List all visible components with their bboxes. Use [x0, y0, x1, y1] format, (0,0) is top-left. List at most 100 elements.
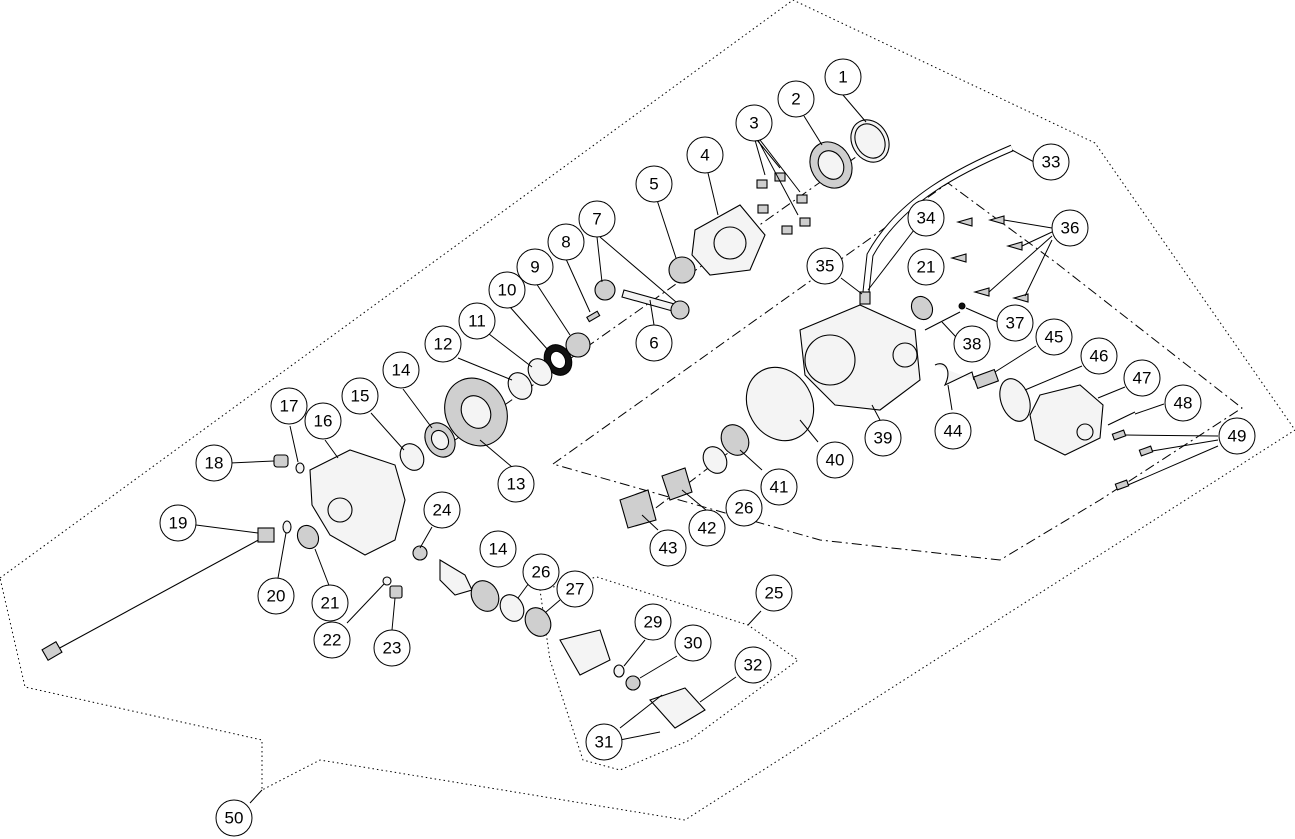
callout-label: 17 — [280, 397, 299, 416]
callout-label: 15 — [351, 387, 370, 406]
leader-29 — [623, 639, 646, 667]
callout-label: 14 — [392, 361, 411, 380]
callout-label: 39 — [874, 429, 893, 448]
callout-34: 34 — [907, 199, 945, 237]
bolt — [781, 225, 793, 235]
leader-3 — [754, 139, 801, 216]
leader-34 — [867, 229, 915, 291]
callout-label: 20 — [267, 587, 286, 606]
callout-label: 13 — [507, 475, 526, 494]
callout-36: 36 — [1051, 209, 1089, 247]
callout-label: 2 — [791, 90, 800, 109]
callout-label: 32 — [744, 656, 763, 675]
callout-label: 47 — [1133, 369, 1152, 388]
callout-label: 5 — [649, 175, 658, 194]
callout-20: 20 — [257, 577, 295, 615]
drain-washer-part — [382, 576, 392, 586]
yoke-washer-part — [613, 664, 625, 678]
washer-part — [527, 358, 553, 386]
callout-21-b: 21 — [907, 248, 945, 286]
callout-label: 16 — [314, 412, 333, 431]
callout-24: 24 — [423, 491, 461, 529]
callout-label: 22 — [323, 631, 342, 650]
cover-oring-part — [999, 378, 1031, 422]
bearing-inner — [430, 429, 450, 451]
front-housing-bore — [327, 497, 353, 523]
callout-30: 30 — [674, 624, 712, 662]
callout-label: 21 — [321, 594, 340, 613]
bolt-set-36 — [949, 215, 1029, 303]
shim-black-hole — [549, 350, 567, 370]
callout-19: 19 — [159, 504, 197, 542]
screw — [1114, 479, 1130, 491]
callout-9: 9 — [516, 248, 554, 286]
callout-16: 16 — [304, 402, 342, 440]
callout-14-b: 14 — [479, 530, 517, 568]
callout-label: 40 — [826, 451, 845, 470]
leader-13 — [479, 439, 513, 468]
seal-inner — [817, 150, 845, 180]
set-screw-part — [958, 302, 966, 310]
spring-part — [1107, 411, 1136, 426]
callout-31: 31 — [585, 723, 623, 761]
leader-39 — [871, 404, 881, 421]
output-seal-part — [524, 607, 552, 637]
yoke-part — [559, 629, 611, 676]
leader-45 — [994, 345, 1037, 373]
yoke-nut-part — [625, 675, 641, 691]
callout-6: 6 — [635, 324, 673, 362]
callout-45: 45 — [1035, 318, 1073, 356]
callout-33: 33 — [1032, 143, 1070, 181]
callout-label: 50 — [225, 809, 244, 828]
leader-21 — [314, 548, 331, 589]
leader-5 — [656, 199, 677, 259]
parts — [41, 119, 1154, 729]
leader-44 — [947, 384, 953, 411]
sensor-oring-part — [282, 520, 292, 534]
leader-37 — [965, 307, 999, 323]
circlip-part-2 — [702, 446, 728, 474]
callout-40: 40 — [816, 441, 854, 479]
plug-part — [273, 454, 289, 468]
callout-11: 11 — [458, 302, 496, 340]
hose-fitting-part — [859, 291, 871, 305]
leader-25 — [747, 610, 762, 626]
thrust-washer-part — [507, 372, 533, 400]
side-gear-2-part — [565, 332, 591, 358]
callout-label: 38 — [963, 335, 982, 354]
callout-47: 47 — [1123, 359, 1161, 397]
callout-label: 43 — [659, 539, 678, 558]
callout-label: 49 — [1228, 427, 1247, 446]
callout-39: 39 — [864, 419, 902, 457]
callout-label: 23 — [383, 639, 402, 658]
sensor-cable-part — [55, 536, 265, 651]
spider-gear-part-2 — [670, 300, 690, 320]
leader-10 — [509, 306, 549, 351]
callout-label: 35 — [816, 257, 835, 276]
leader-40 — [799, 419, 819, 443]
callout-46: 46 — [1080, 337, 1118, 375]
callout-35: 35 — [806, 247, 844, 285]
sensor-connector-part — [41, 641, 63, 661]
leader-20 — [277, 532, 287, 579]
callouts: 1 2 3 4 5 6 7 8 9 10 11 12 13 14 14 15 1… — [159, 58, 1256, 837]
oil-seal-part-2 — [910, 295, 934, 321]
o-ring-inner — [854, 123, 886, 159]
ring-gear-hub — [460, 395, 492, 429]
leader-lines — [195, 94, 1219, 804]
leader-18 — [229, 460, 275, 464]
sensor-head-part — [257, 527, 275, 543]
callout-label: 19 — [169, 514, 188, 533]
callout-label: 18 — [205, 454, 224, 473]
callout-label: 29 — [644, 613, 663, 632]
callout-label: 3 — [749, 114, 758, 133]
leader-8 — [565, 258, 591, 313]
callout-label: 9 — [530, 258, 539, 277]
u-joint-part — [649, 687, 706, 729]
callout-3: 3 — [735, 104, 773, 142]
callout-48: 48 — [1164, 384, 1202, 422]
callout-38: 38 — [953, 325, 991, 363]
callout-label: 45 — [1045, 328, 1064, 347]
callout-23: 23 — [373, 629, 411, 667]
